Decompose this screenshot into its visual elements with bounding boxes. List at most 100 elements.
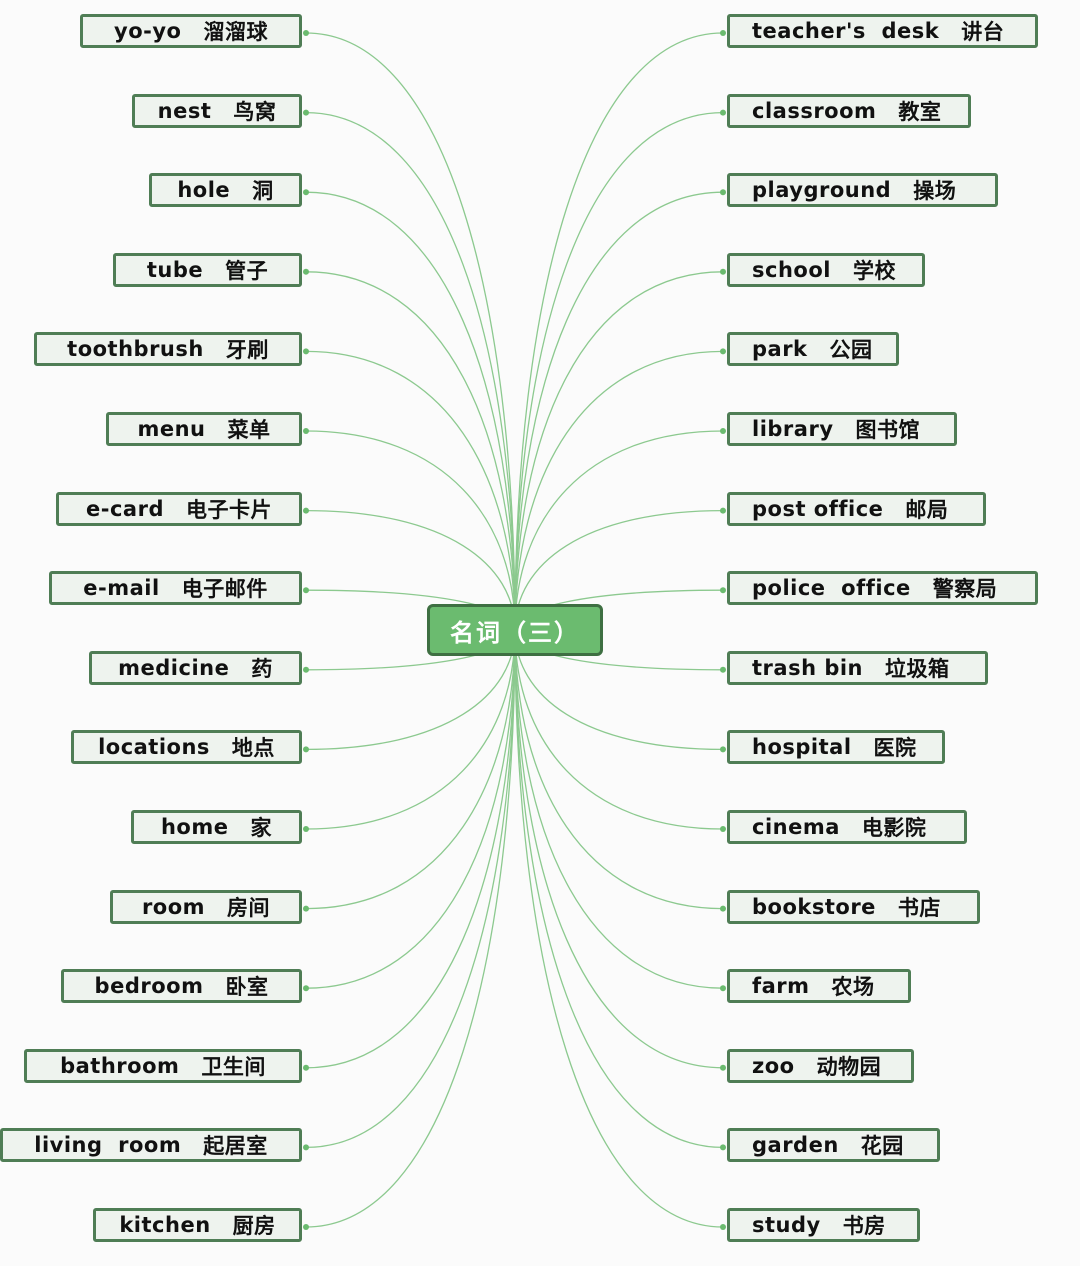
english-word: home (160, 815, 229, 839)
left-branch-node[interactable]: bathroom 卫生间 (24, 1048, 302, 1083)
english-word: teacher's desk (752, 19, 940, 43)
english-word: park (752, 337, 808, 362)
english-word: post office (752, 496, 884, 521)
chinese-translation: 电影院 (861, 816, 927, 840)
connector-dot-icon (720, 268, 726, 275)
chinese-translation: 学校 (852, 258, 896, 283)
right-branch-node[interactable]: farm 农场 (727, 969, 911, 1004)
connector-dot-icon (303, 1064, 309, 1071)
english-word: living room (34, 1133, 182, 1158)
chinese-translation: 溜溜球 (203, 20, 268, 44)
connector-dot-icon (303, 1224, 309, 1230)
english-word: playground (752, 178, 892, 203)
connector-dot-icon (303, 268, 309, 275)
connector-dot-icon (720, 666, 726, 673)
chinese-translation: 牙刷 (225, 338, 269, 363)
connector-line (514, 350, 724, 631)
connector-dot-icon (720, 1224, 726, 1230)
english-word: school (752, 257, 831, 282)
english-word: e-card (86, 496, 164, 521)
connector-dot-icon (303, 428, 309, 434)
english-word: menu (137, 417, 206, 441)
chinese-translation: 医院 (873, 736, 917, 761)
english-word: zoo (752, 1053, 795, 1078)
english-word: toothbrush (67, 337, 204, 362)
chinese-translation: 卫生间 (201, 1054, 266, 1079)
connector-dot-icon (720, 30, 726, 36)
chinese-translation: 鸟窝 (233, 99, 277, 124)
right-branch-node[interactable]: school 学校 (727, 252, 925, 287)
connector-dot-icon (720, 826, 726, 832)
connector-dot-icon (303, 746, 309, 753)
chinese-translation: 书房 (842, 1214, 886, 1238)
chinese-translation: 农场 (831, 975, 875, 1000)
connector-dot-icon (303, 507, 309, 514)
left-branch-node[interactable]: toothbrush 牙刷 (34, 332, 302, 367)
connector-dot-icon (720, 587, 726, 594)
english-word: bookstore (752, 894, 876, 919)
central-topic-node[interactable]: 名词（三） (427, 604, 603, 656)
english-word: farm (752, 974, 810, 999)
connector-dot-icon (303, 189, 309, 196)
chinese-translation: 厨房 (232, 1214, 276, 1238)
right-branch-node[interactable]: library 图书馆 (727, 412, 957, 446)
connector-line (305, 629, 516, 1228)
chinese-translation: 图书馆 (855, 418, 921, 442)
right-branch-node[interactable]: teacher's desk 讲台 (727, 14, 1038, 48)
connector-line (305, 32, 516, 631)
english-word: bathroom (60, 1053, 180, 1078)
english-word: bedroom (94, 974, 204, 999)
left-branch-node[interactable]: locations 地点 (71, 730, 302, 765)
connector-line (305, 350, 516, 631)
connector-line (305, 629, 516, 1069)
chinese-translation: 电子邮件 (181, 577, 268, 602)
connector-dot-icon (720, 746, 726, 753)
connector-dot-icon (720, 348, 726, 355)
connector-line (514, 271, 724, 631)
connector-line (514, 629, 724, 830)
english-word: room (141, 894, 206, 919)
connector-line (514, 191, 724, 631)
chinese-translation: 地点 (231, 736, 275, 761)
chinese-translation: 垃圾箱 (885, 656, 950, 681)
connector-dot-icon (720, 1144, 726, 1151)
connector-dot-icon (303, 348, 309, 355)
chinese-translation: 讲台 (961, 20, 1005, 44)
english-word: library (752, 417, 834, 441)
connector-dot-icon (303, 1144, 309, 1151)
central-topic-label: 名词（三） (450, 618, 580, 647)
connector-line (305, 629, 516, 910)
english-word: locations (98, 735, 210, 760)
connector-line (514, 629, 724, 1149)
english-word: garden (752, 1133, 839, 1158)
english-word: hole (177, 178, 231, 203)
chinese-translation: 药 (251, 656, 273, 681)
connector-dot-icon (303, 30, 309, 36)
connector-dot-icon (303, 587, 309, 594)
